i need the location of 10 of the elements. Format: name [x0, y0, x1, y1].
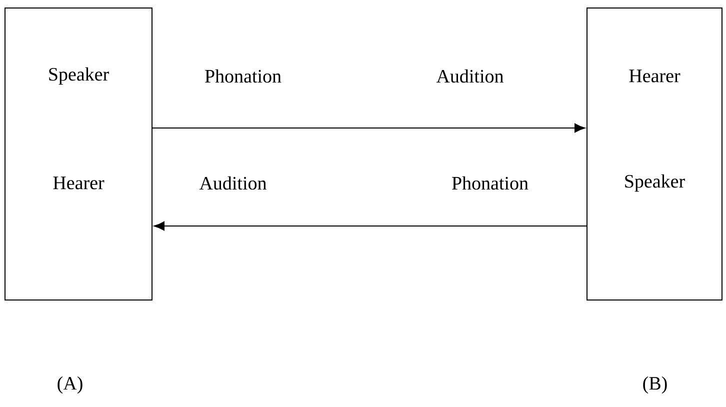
arrow	[152, 123, 586, 133]
label: (B)	[643, 376, 667, 394]
label: Audition	[199, 176, 266, 190]
label: Phonation	[452, 176, 528, 190]
label: (A)	[58, 376, 82, 394]
box: Speaker Hearer	[4, 8, 152, 300]
arrow	[154, 221, 587, 231]
label: Audition	[436, 69, 504, 83]
box: Hearer Speaker	[586, 8, 722, 300]
label: Phonation	[205, 69, 282, 83]
